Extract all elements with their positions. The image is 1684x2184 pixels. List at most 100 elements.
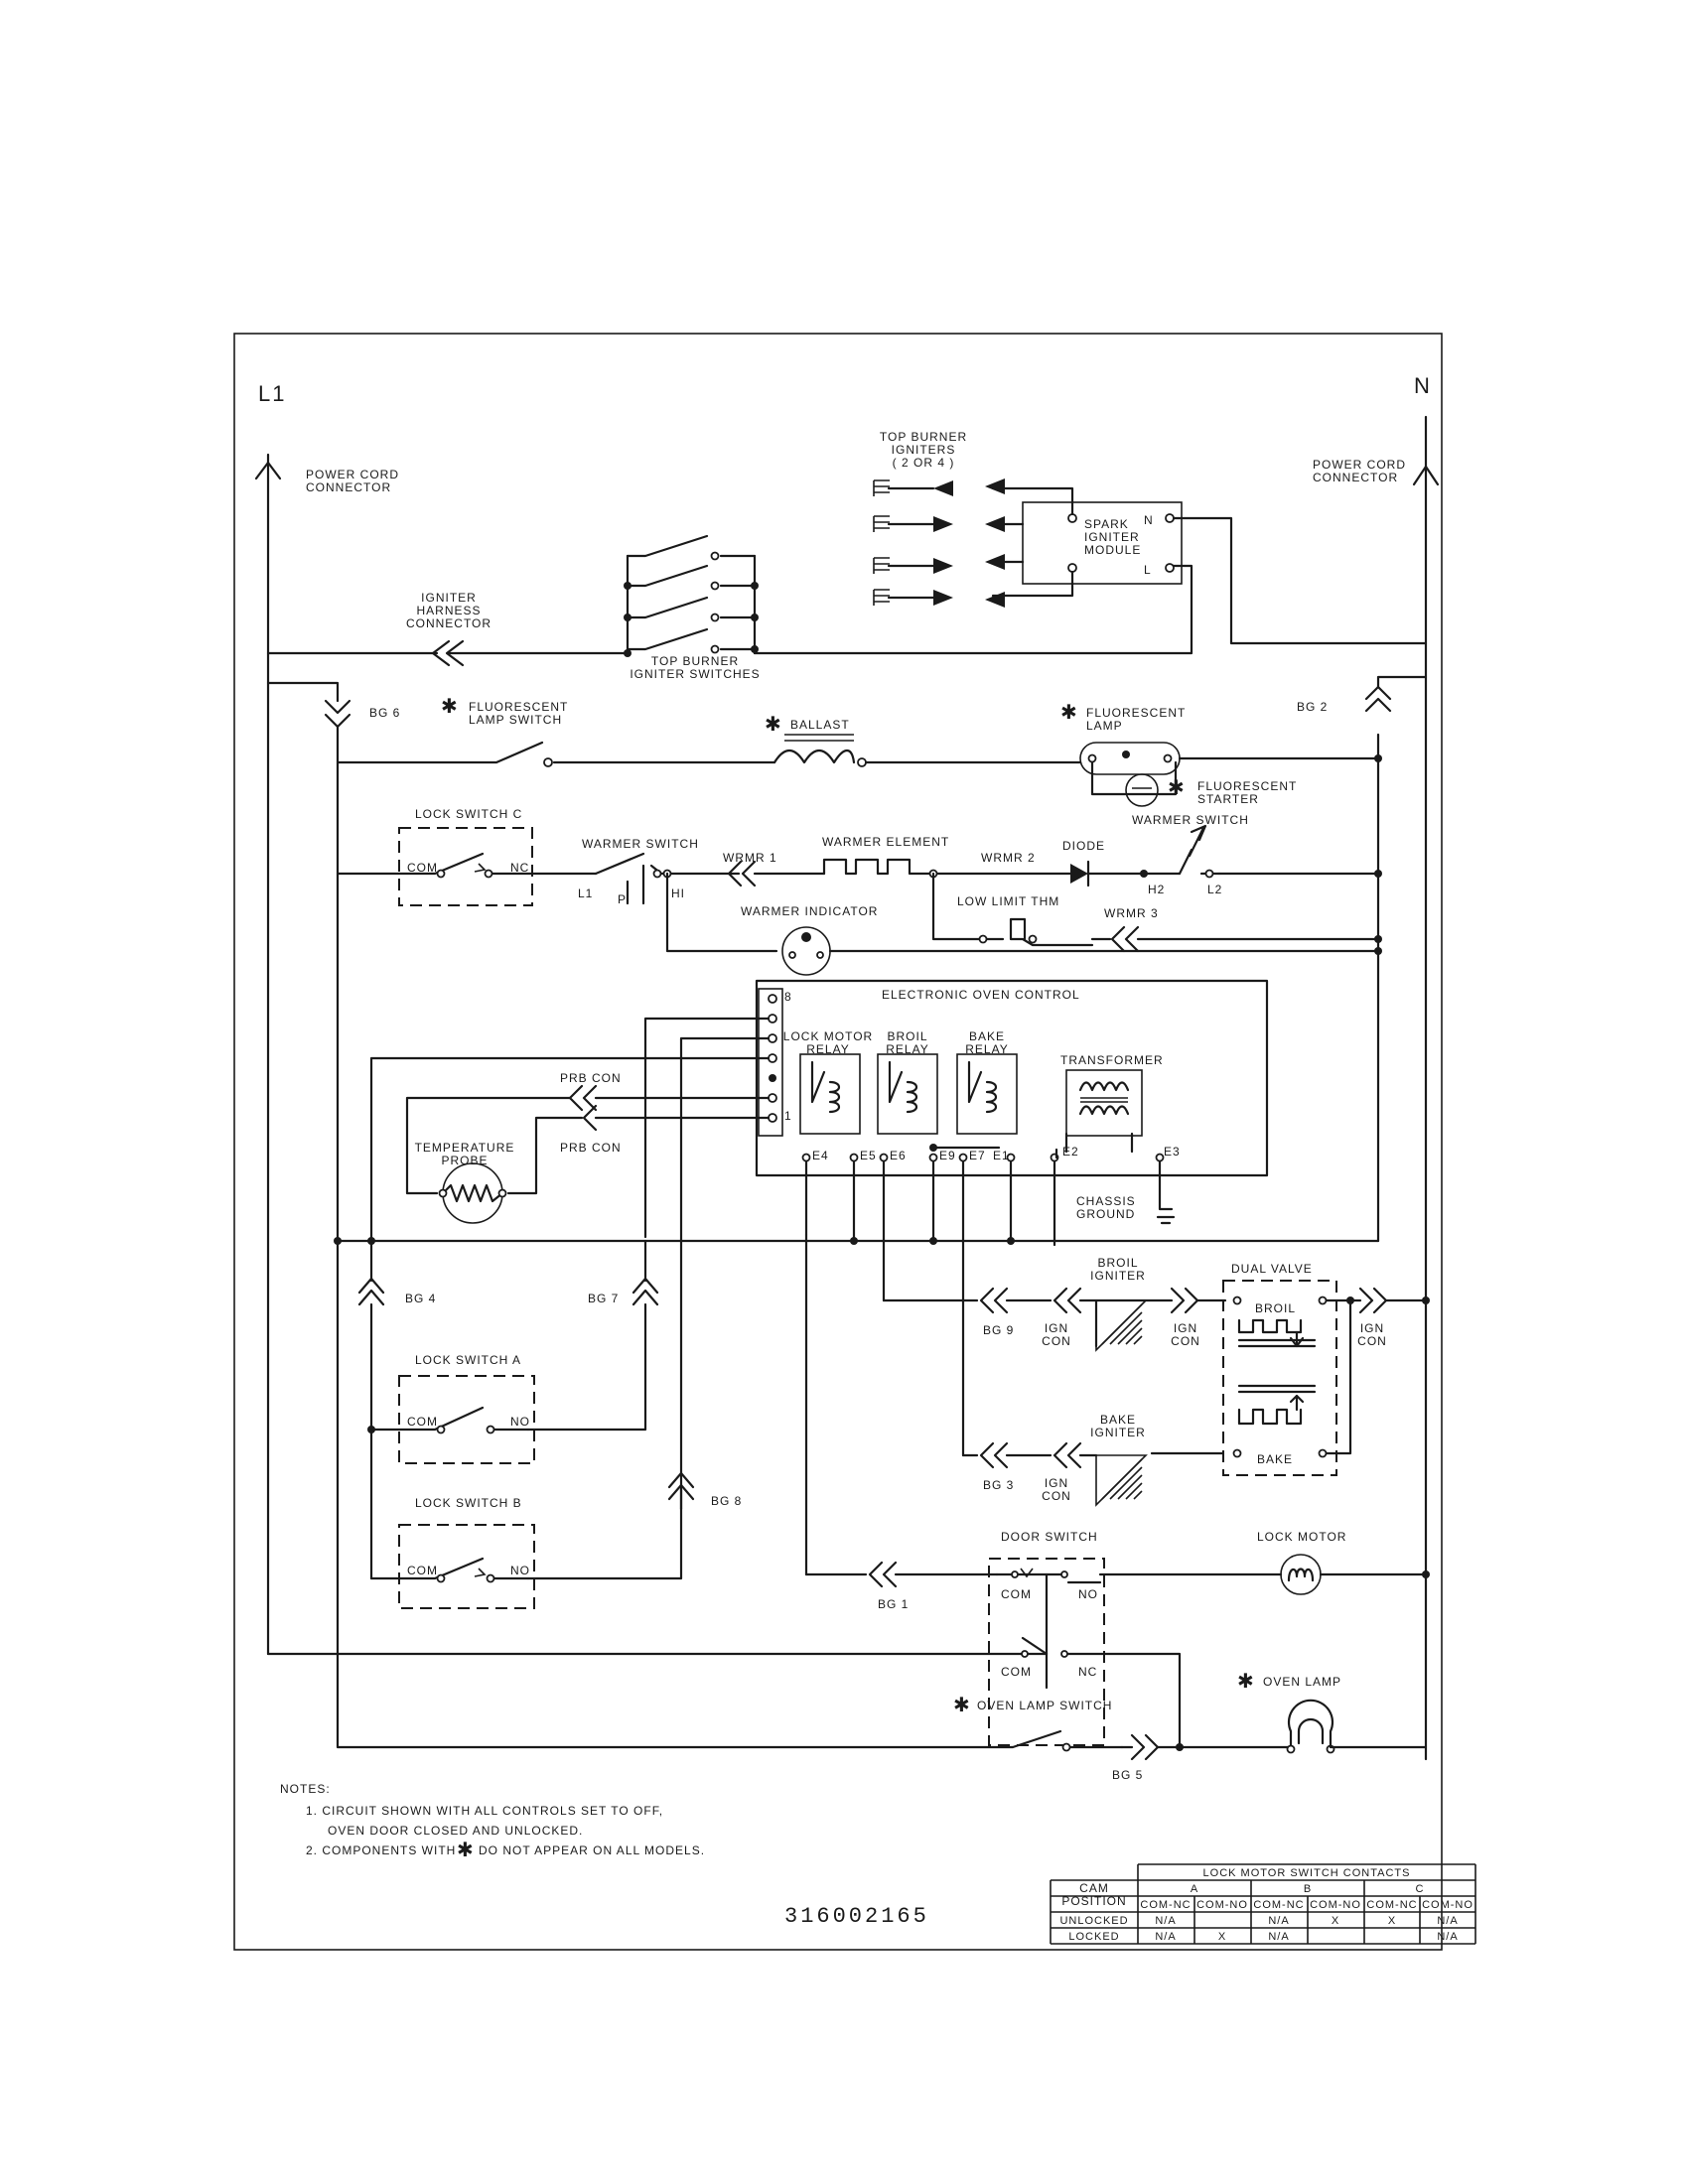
oven-lamp-label: OVEN LAMP [1263,1675,1341,1689]
transformer-label: TRANSFORMER [1060,1053,1164,1067]
ballast-label: BALLAST [790,718,850,732]
lock-switch-c-label: LOCK SWITCH C [415,807,522,821]
spark-n-label: N [1144,513,1154,527]
table-sub-1: COM-NC [1140,1899,1191,1911]
lock-switch-a-no-label: NO [510,1415,530,1429]
table-row-locked-label: LOCKED [1068,1931,1119,1943]
e2-label: E2 [1062,1145,1079,1159]
igniter-valve-circuit [882,1280,1430,1507]
lock-switch-c-com-label: COM [407,861,438,875]
warmer-element-label: WARMER ELEMENT [822,835,949,849]
table-sub-6: COM-NO [1422,1899,1474,1911]
e6-label: E6 [890,1149,907,1162]
note-2b: DO NOT APPEAR ON ALL MODELS. [479,1843,705,1857]
wrmr1-label: WRMR 1 [723,851,777,865]
warmer-switch-hi-label: HI [671,887,685,900]
wrmr3-label: WRMR 3 [1104,906,1159,920]
n-rail: N [1412,373,1440,1761]
lock-motor-label: LOCK MOTOR [1257,1530,1346,1544]
l1-label: L1 [258,381,286,406]
note-1b: OVEN DOOR CLOSED AND UNLOCKED. [328,1824,583,1838]
wrmr2-label: WRMR 2 [981,851,1036,865]
ballast-asterisk: ✱ [765,714,782,736]
table-cell: N/A [1155,1915,1176,1927]
warmer-switch-label: WARMER SWITCH [582,837,699,851]
pin1-label: 1 [784,1109,792,1123]
spark-l-label: L [1144,563,1152,577]
e9-label: E9 [939,1149,956,1162]
e7-label: E7 [969,1149,986,1162]
door-switch-com-bottom-label: COM [1001,1665,1032,1679]
e1-label: E1 [993,1149,1010,1162]
table-cell: X [1388,1915,1396,1927]
table-sub-3: COM-NC [1253,1899,1304,1911]
table-cell: N/A [1268,1915,1289,1927]
bg1-label: BG 1 [878,1597,909,1611]
bg4-label: BG 4 [405,1292,436,1305]
door-lamp-circuit [266,1239,1430,1761]
lock-switch-a-label: LOCK SWITCH A [415,1353,521,1367]
door-switch-com-top-label: COM [1001,1587,1032,1601]
warmer-switch-l1-label: L1 [578,887,593,900]
lock-switch-a-com-label: COM [407,1415,438,1429]
table-cell: N/A [1437,1915,1458,1927]
prb-con-2-label: PRB CON [560,1141,622,1155]
dual-valve-bake-label: BAKE [1257,1452,1293,1466]
fluorescent-lamp-asterisk: ✱ [1060,702,1078,724]
table-cell: N/A [1155,1931,1176,1943]
table-sub-2: COM-NO [1196,1899,1248,1911]
lock-switch-b-label: LOCK SWITCH B [415,1496,522,1510]
table-title: LOCK MOTOR SWITCH CONTACTS [1203,1867,1411,1879]
table-row-unlocked-label: UNLOCKED [1059,1915,1128,1927]
n-label: N [1414,373,1432,398]
top-burner-igniter-circuit [266,478,1428,667]
l2-label: L2 [1207,883,1222,896]
table-cell: N/A [1268,1931,1289,1943]
table-sub-5: COM-NC [1366,1899,1417,1911]
table-group-a: A [1191,1883,1198,1895]
pin8-label: 8 [784,990,792,1004]
table-cell: X [1218,1931,1226,1943]
fluorescent-lamp-circuit [266,675,1428,1243]
warmer-circuit [336,824,1382,976]
warmer-switch-2-label: WARMER SWITCH [1132,813,1249,827]
fluorescent-starter-asterisk: ✱ [1168,777,1186,799]
table-group-c: C [1416,1883,1425,1895]
bg5-label: BG 5 [1112,1768,1143,1782]
eoc-label: ELECTRONIC OVEN CONTROL [882,988,1080,1002]
note-2a: 2. COMPONENTS WITH [306,1843,456,1857]
door-switch-label: DOOR SWITCH [1001,1530,1098,1544]
page-border [233,333,1443,1951]
bg9-label: BG 9 [983,1323,1014,1337]
e4-label: E4 [812,1149,829,1162]
l1-rail: L1 [254,381,286,1656]
table-sub-4: COM-NO [1310,1899,1361,1911]
